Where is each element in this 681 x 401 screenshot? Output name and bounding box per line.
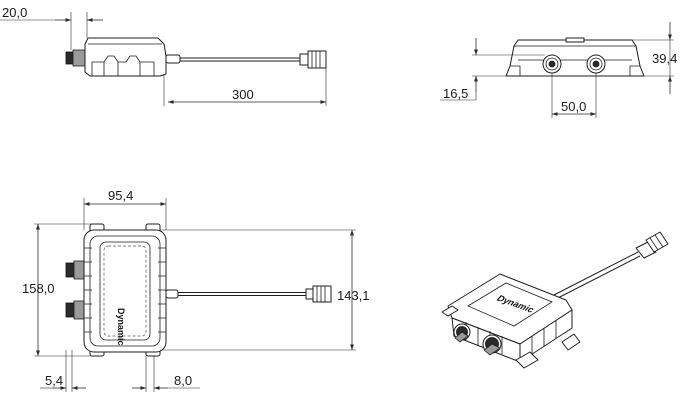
side-view: 20,0 300 [0, 5, 327, 106]
dim-mount-hole-offset: 8,0 [174, 373, 192, 388]
top-strain-relief [165, 289, 179, 299]
dim-height-total: 39,4 [652, 51, 677, 66]
dim-connector-spacing: 50,0 [561, 99, 586, 114]
front-housing [505, 39, 645, 77]
top-connector-1 [73, 260, 85, 280]
side-end-connector-ring [299, 53, 309, 66]
top-logo: Dynamic [116, 308, 126, 346]
dim-length-total: 158,0 [22, 281, 55, 296]
dim-mount-spacing: 143,1 [337, 288, 370, 303]
dim-cable-length: 300 [232, 87, 254, 102]
top-connector-2 [73, 300, 85, 320]
isometric-view: Dynamic [441, 231, 669, 369]
front-view: 39,4 16,5 50,0 [440, 22, 677, 118]
dim-connector-height: 16,5 [443, 86, 468, 101]
top-cable [178, 292, 306, 296]
side-connector-nut [65, 51, 74, 65]
dim-connector-offset: 20,0 [2, 5, 27, 20]
top-view: Dynamic 95,4 158,0 143,1 5,4 [22, 188, 370, 392]
top-end-connector [312, 285, 332, 303]
iso-end-connector [645, 231, 669, 253]
iso-housing-right [519, 309, 573, 363]
top-connector-2-nut [65, 302, 75, 318]
iso-cable [547, 251, 641, 303]
dim-width: 95,4 [108, 188, 133, 203]
iso-foot [515, 351, 539, 369]
side-end-connector [307, 50, 327, 69]
side-strain-relief [165, 54, 181, 64]
top-connector-1-nut [65, 262, 75, 278]
side-housing [84, 37, 167, 77]
side-connector-body [72, 49, 86, 67]
side-cable [180, 57, 300, 62]
dim-flange-offset: 5,4 [45, 373, 63, 388]
